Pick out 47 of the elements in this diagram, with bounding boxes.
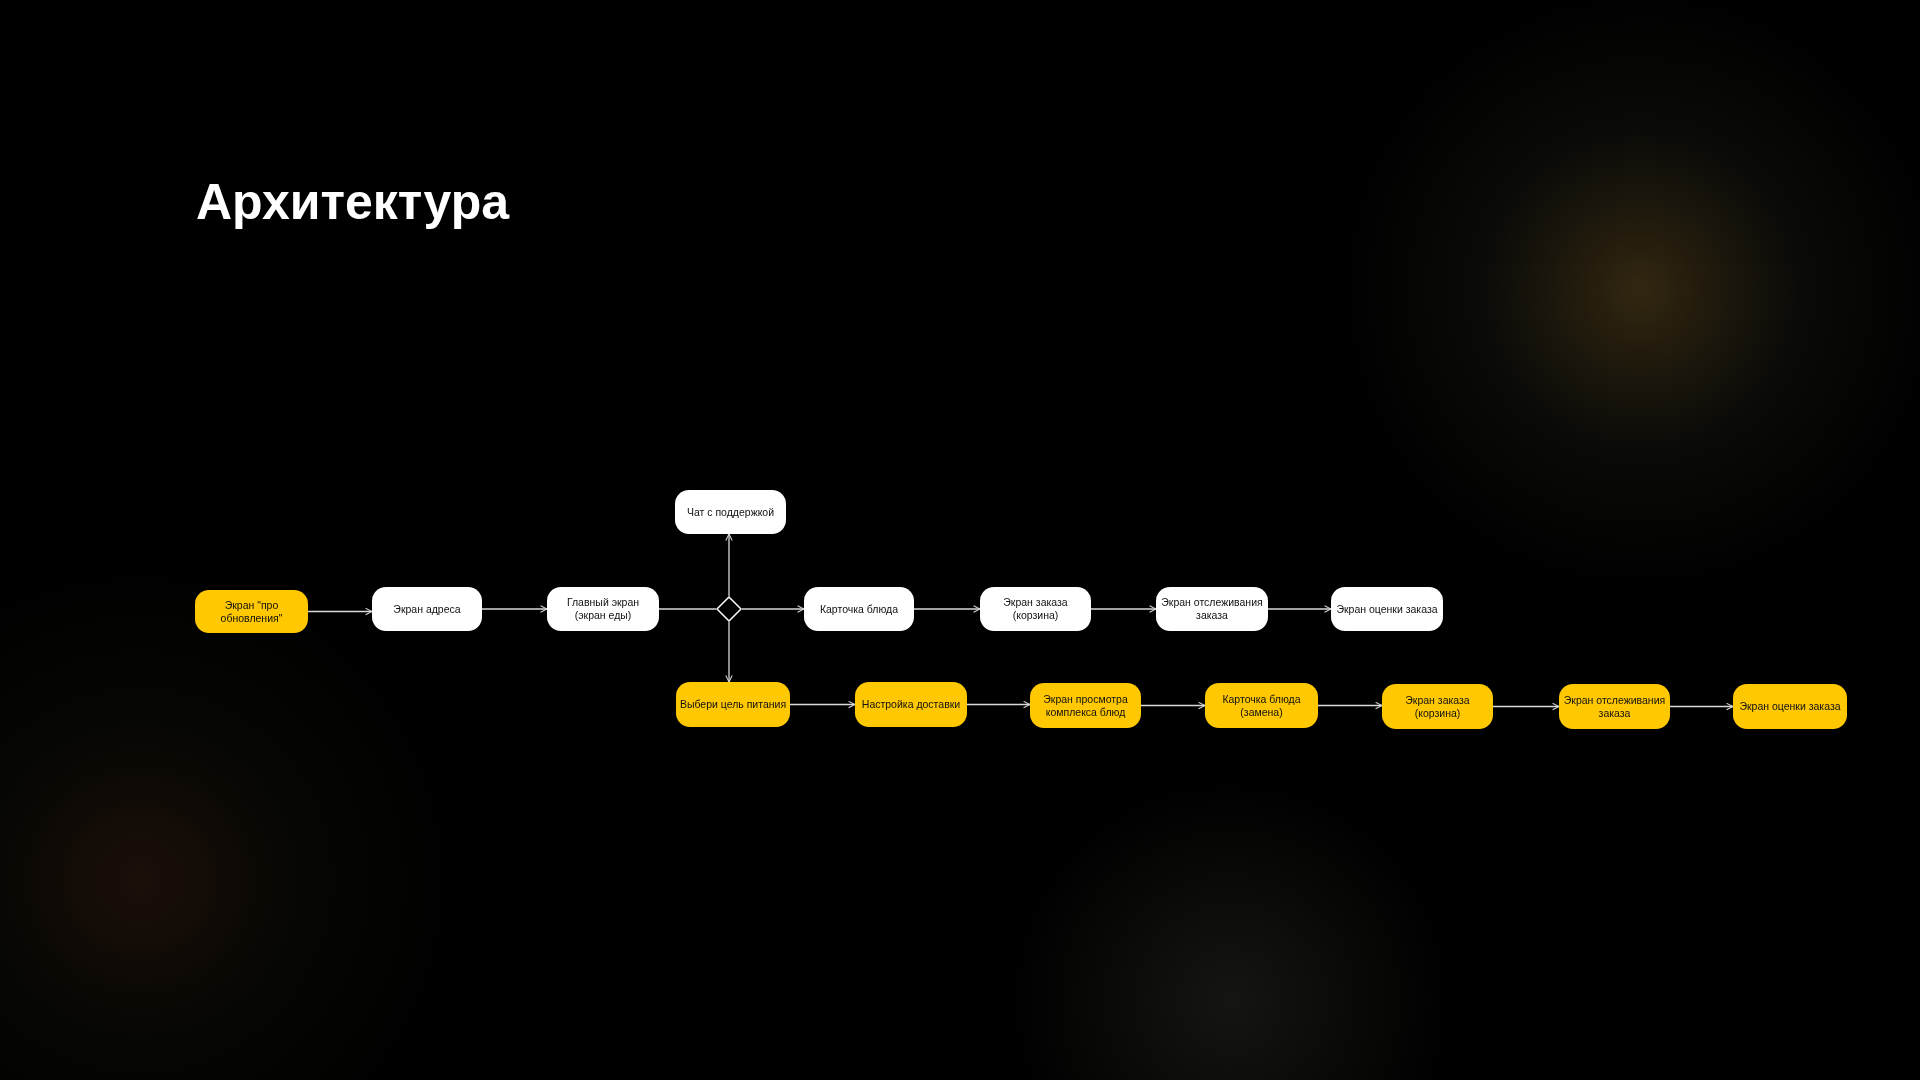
screen-label: Экран заказа (корзина) <box>1002 596 1069 622</box>
screen-label: Экран просмотра комплекса блюд <box>1042 692 1129 719</box>
screen-box <box>1331 587 1443 631</box>
screen-box <box>1030 683 1141 728</box>
screen-box <box>1205 683 1318 728</box>
arrow <box>725 621 733 683</box>
screen-box <box>372 587 482 631</box>
arrow <box>1669 702 1734 711</box>
screen-label: Экран оценки заказа <box>1739 700 1841 713</box>
arrow <box>481 605 548 613</box>
screen-box <box>676 682 790 727</box>
arrow <box>1090 605 1157 613</box>
arrow <box>1492 702 1560 711</box>
connector-line <box>658 608 717 610</box>
arrow <box>307 607 373 616</box>
decision-diamond <box>716 596 742 622</box>
arrow <box>1267 605 1332 613</box>
screen-box <box>675 490 786 534</box>
page-title: Архитектура <box>196 173 510 232</box>
screen-box <box>980 587 1091 631</box>
screen-box <box>1559 684 1670 729</box>
arrow <box>789 700 856 709</box>
screen-box <box>1733 684 1847 729</box>
screen-label: Экран "про обновления" <box>219 598 284 625</box>
screen-label: Экран оценки заказа <box>1336 602 1438 616</box>
arrow <box>1140 701 1206 710</box>
screen-label: Настройка доставки <box>861 698 961 711</box>
arrow <box>913 605 981 613</box>
screen-label: Экран отслеживания заказа <box>1160 596 1264 622</box>
arrow <box>1317 701 1383 710</box>
screen-label: Экран заказа (корзина) <box>1404 693 1471 720</box>
arrow <box>725 533 733 597</box>
screen-box <box>195 590 308 633</box>
arrow <box>966 700 1031 709</box>
arrow <box>741 605 805 613</box>
screen-box <box>1156 587 1268 631</box>
screen-label: Выбери цель питания <box>679 698 787 711</box>
screen-label: Экран адреса <box>393 602 461 616</box>
screen-box <box>547 587 659 631</box>
screen-box <box>804 587 914 631</box>
screen-label: Главный экран (экран еды) <box>565 596 641 622</box>
screen-box <box>855 682 967 727</box>
screen-label: Карточка блюда <box>819 602 899 616</box>
screen-label: Экран отслеживания заказа <box>1562 693 1667 720</box>
screen-label: Карточка блюда (замена) <box>1221 692 1302 719</box>
screen-label: Чат с поддержкой <box>686 505 775 519</box>
screen-box <box>1382 684 1493 729</box>
